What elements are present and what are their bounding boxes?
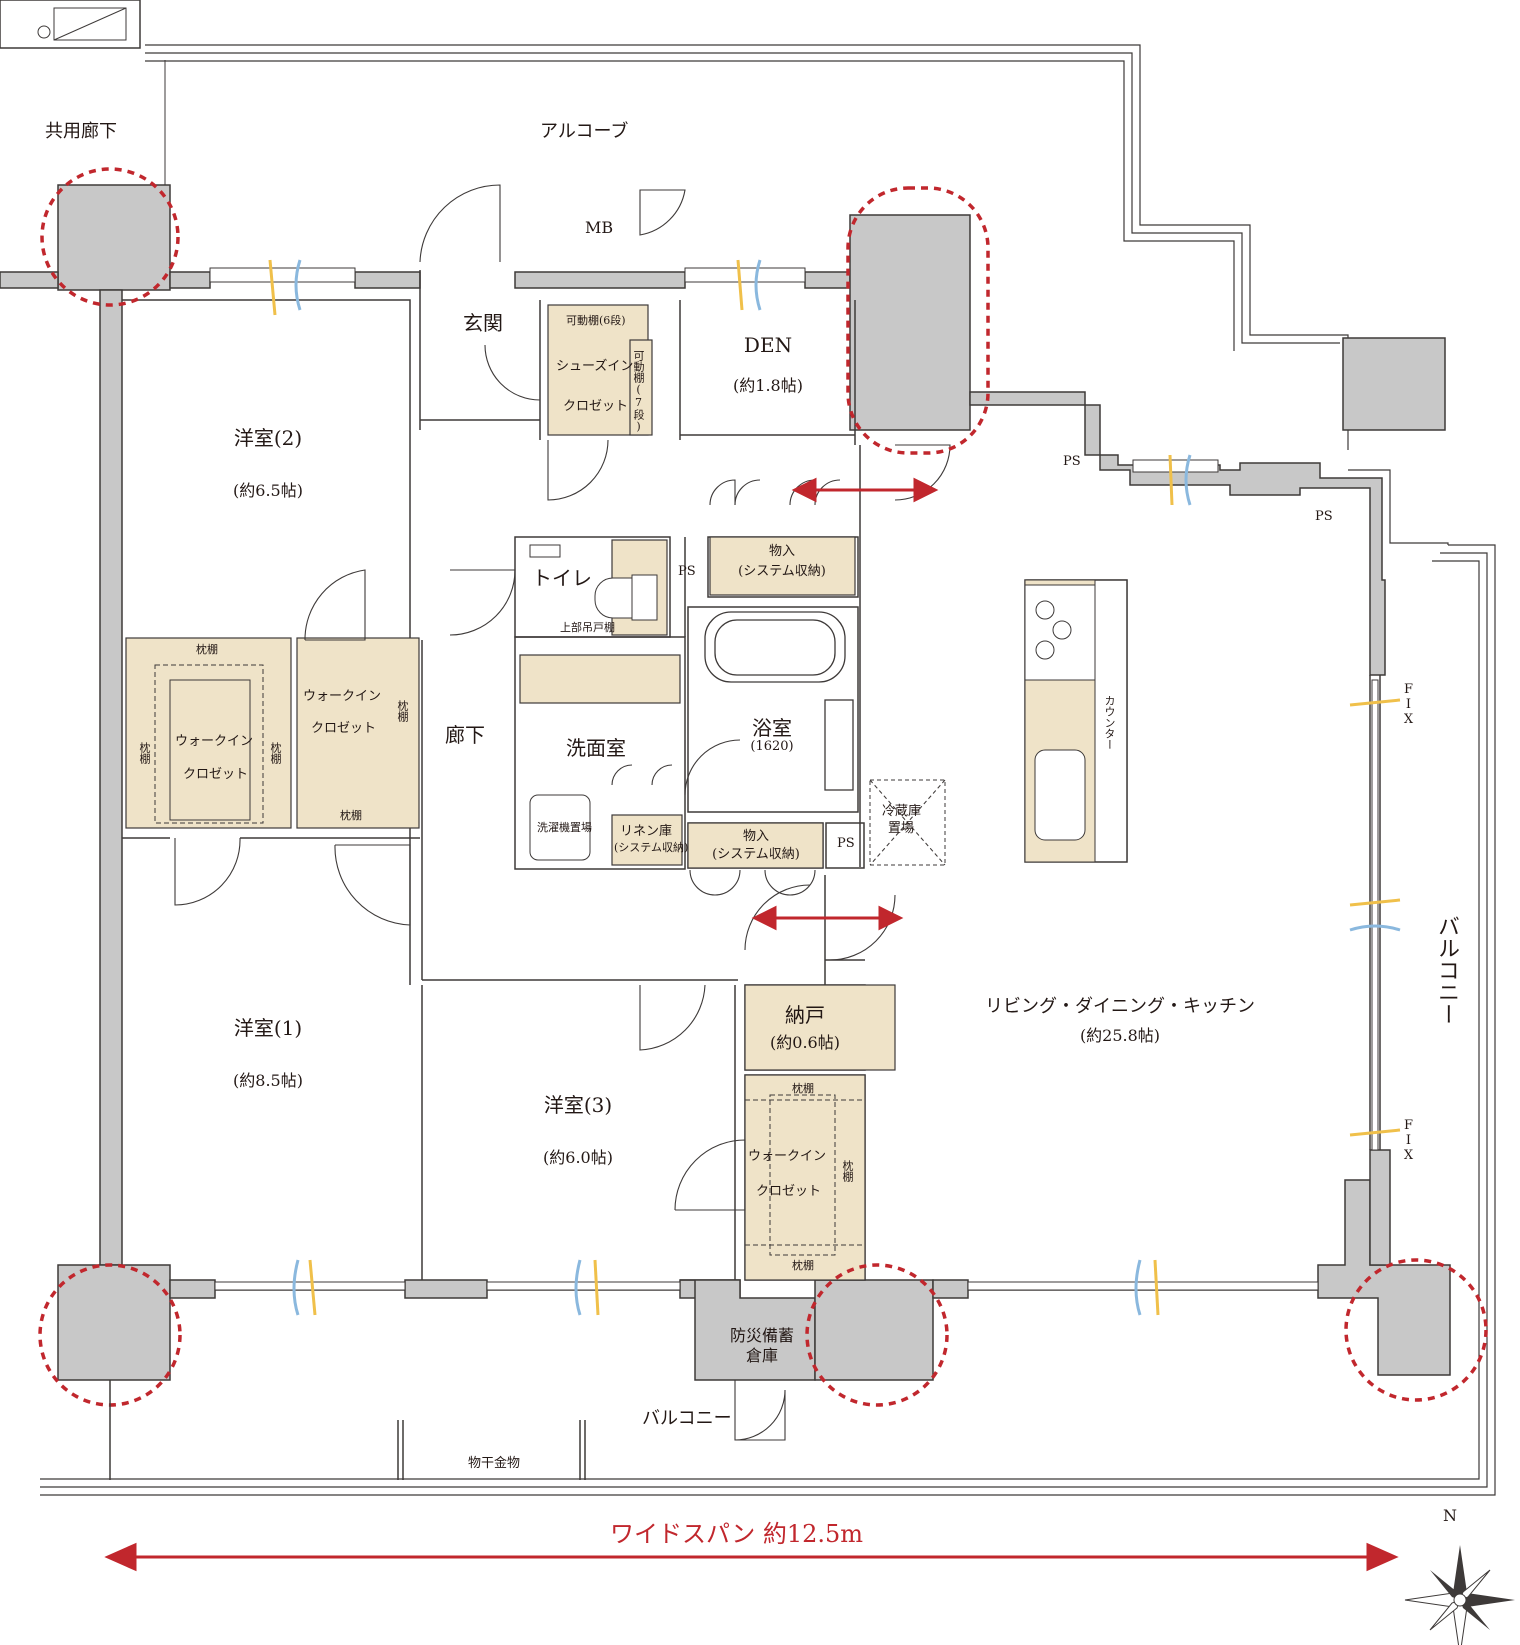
label-fix-2: FIX	[1401, 1118, 1416, 1163]
label-nando-size: (約0.6帖)	[770, 1033, 840, 1052]
doors	[174, 184, 951, 1441]
label-storage-2: 物入	[742, 829, 770, 844]
label-pillow-shelf-7: 枕棚	[841, 1160, 854, 1182]
label-corridor: 廊下	[445, 723, 485, 747]
label-den: DEN	[743, 333, 793, 357]
label-system-storage-2: (システム収納)	[712, 847, 800, 862]
label-washer: 洗濯機置場	[537, 821, 592, 834]
label-shoes-in-1: シューズイン	[556, 359, 634, 374]
label-pillow-shelf-1: 枕棚	[196, 643, 218, 656]
label-disaster-storage-1: 防災備蓄	[729, 1326, 795, 1345]
label-closet-3: クロゼット	[756, 1184, 822, 1199]
balcony-railing	[40, 44, 1496, 1496]
label-toilet: トイレ	[532, 566, 592, 590]
kitchen	[1024, 579, 1128, 863]
label-pillow-shelf-5: 枕棚	[340, 809, 362, 822]
walls	[0, 184, 1451, 1381]
label-wide-span: ワイドスパン 約12.5m	[610, 1520, 864, 1548]
windows	[209, 267, 1379, 1291]
label-fix-1: FIX	[1401, 682, 1416, 727]
label-mb: MB	[585, 218, 614, 237]
label-ldk: リビング・ダイニング・キッチン	[985, 996, 1255, 1017]
label-linen-system: (システム収納)	[614, 841, 689, 854]
label-fridge-2: 置場	[888, 821, 915, 836]
closets	[125, 304, 1128, 1281]
label-western-room-3: 洋室(3)	[543, 1093, 613, 1117]
label-bathroom-size: (1620)	[750, 739, 794, 754]
label-balcony-south: バルコニー	[642, 1408, 732, 1429]
label-counter: カウンター	[1103, 695, 1116, 750]
label-ps-2: PS	[1063, 454, 1081, 469]
washer	[529, 794, 591, 861]
label-linen: リネン庫	[620, 824, 673, 839]
meter-box	[0, 0, 141, 49]
label-balcony-east: バルコニー	[1434, 915, 1459, 1025]
label-system-storage-1: (システム収納)	[738, 564, 826, 579]
width-arrows	[104, 477, 1399, 1572]
label-walk-in-3: ウォークイン	[748, 1149, 827, 1164]
label-ps-3: PS	[1315, 509, 1333, 524]
label-common-corridor: 共用廊下	[45, 121, 117, 142]
label-alcove: アルコーブ	[540, 121, 629, 142]
label-western-room-2-size: (約6.5帖)	[233, 481, 303, 500]
label-western-room-1: 洋室(1)	[233, 1016, 303, 1040]
label-shoes-in-2: クロゼット	[563, 399, 629, 414]
label-upper-cabinet: 上部吊戸棚	[560, 621, 615, 634]
compass-icon	[1404, 1545, 1515, 1645]
airflow-marks	[268, 259, 1401, 1316]
label-walk-in-2: ウォークイン	[303, 689, 382, 704]
closet-dashes	[154, 664, 865, 1256]
label-adjustable-shelf-7: 可動棚(7段)	[632, 350, 645, 433]
drying-posts	[109, 1380, 586, 1480]
fridge-space	[869, 779, 946, 866]
label-den-size: (約1.8帖)	[733, 376, 803, 395]
label-ldk-size: (約25.8帖)	[1079, 1026, 1161, 1045]
label-pillow-shelf-3: 枕棚	[269, 742, 282, 764]
label-ps-1: PS	[678, 564, 696, 579]
label-walk-in-1: ウォークイン	[175, 734, 254, 749]
label-washroom: 洗面室	[566, 736, 626, 760]
label-western-room-3-size: (約6.0帖)	[543, 1148, 613, 1167]
label-closet-2: クロゼット	[311, 721, 377, 736]
label-closet-1: クロゼット	[183, 767, 249, 782]
label-storage-1: 物入	[768, 544, 796, 559]
label-entrance: 玄関	[463, 311, 503, 335]
label-north: N	[1443, 1506, 1457, 1525]
bathtub	[704, 611, 854, 791]
label-disaster-storage-2: 倉庫	[745, 1346, 779, 1365]
label-drying-hardware: 物干金物	[468, 1456, 521, 1471]
label-pillow-shelf-6: 枕棚	[792, 1082, 814, 1095]
label-pillow-shelf-8: 枕棚	[792, 1259, 814, 1272]
label-bathroom: 浴室	[752, 716, 792, 740]
label-pillow-shelf-4: 枕棚	[396, 700, 409, 722]
label-pillow-shelf-2: 枕棚	[138, 742, 151, 764]
label-ps-4: PS	[837, 836, 855, 851]
label-fridge-1: 冷蔵庫	[882, 804, 922, 819]
toilet-fixture	[529, 544, 658, 621]
label-western-room-1-size: (約8.5帖)	[233, 1071, 303, 1090]
label-nando: 納戸	[785, 1003, 825, 1027]
label-western-room-2: 洋室(2)	[233, 426, 303, 450]
label-adjustable-shelf-6: 可動棚(6段)	[566, 314, 626, 327]
